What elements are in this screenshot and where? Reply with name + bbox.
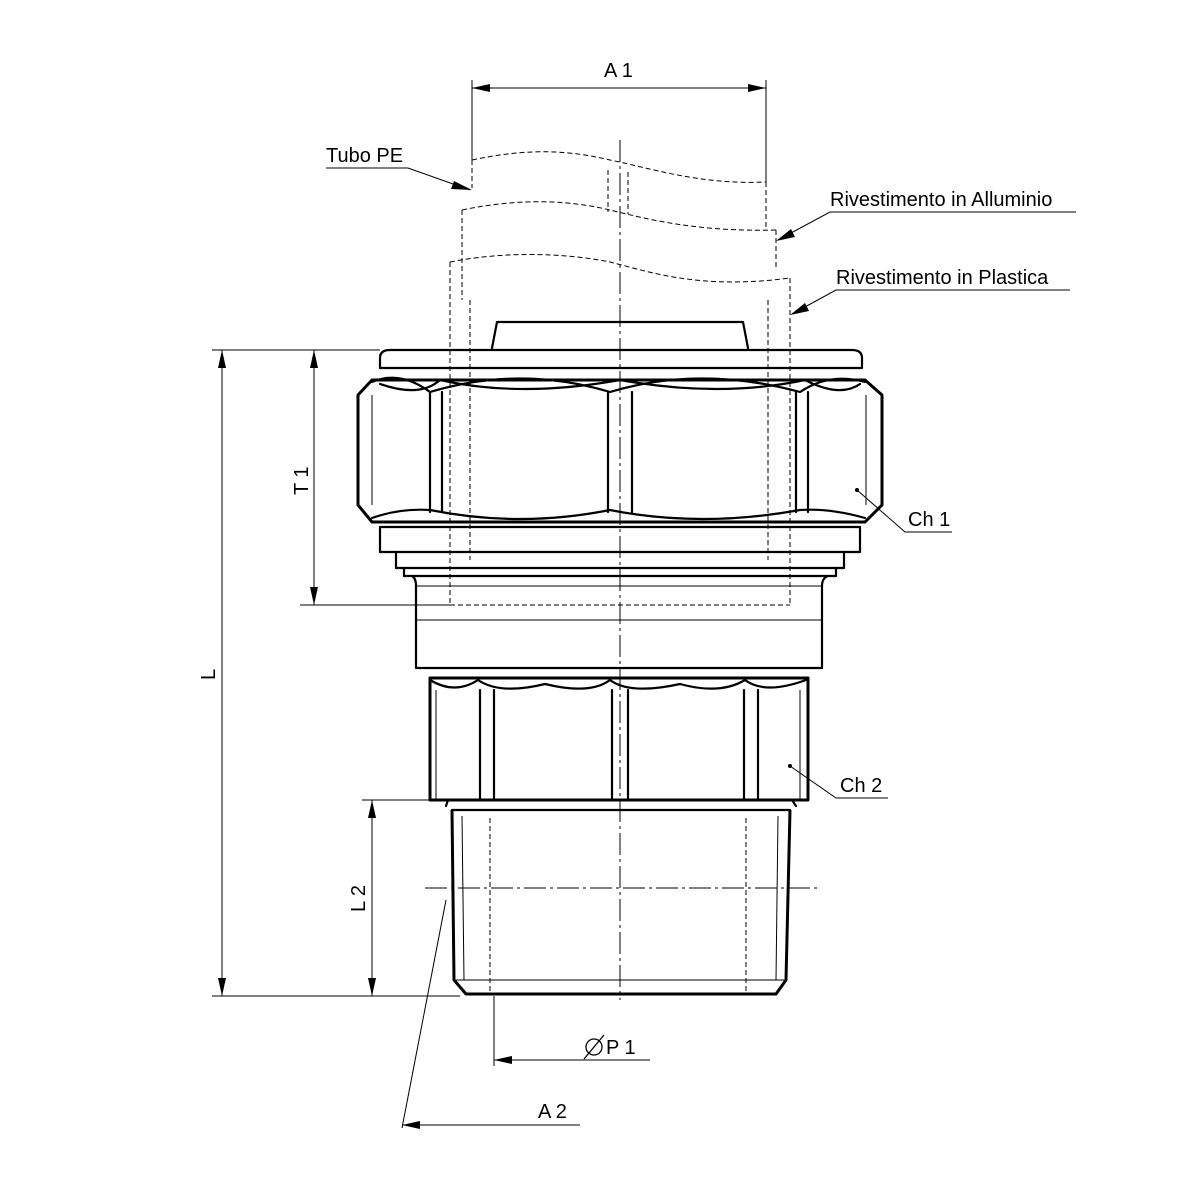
callout-rivestimento-plastica-label: Rivestimento in Plastica [836, 267, 1049, 289]
callout-rivestimento-alluminio: Rivestimento in Alluminio [776, 189, 1076, 241]
dimension-t1-label: T 1 [291, 466, 313, 495]
dimension-a1: A 1 [471, 60, 767, 182]
dimension-l2: L 2 [348, 799, 450, 997]
dimension-a2: A 2 [401, 899, 580, 1129]
fitting-body [410, 574, 830, 670]
dimension-a2-label: A 2 [538, 1101, 567, 1123]
callout-rivestimento-plastica: Rivestimento in Plastica [790, 267, 1070, 315]
callout-rivestimento-alluminio-label: Rivestimento in Alluminio [830, 189, 1052, 211]
callout-ch2-label: Ch 2 [840, 775, 882, 797]
callout-tubo-pe-label: Tubo PE [326, 145, 403, 167]
hex-nut-ch1 [356, 376, 884, 524]
callout-tubo-pe: Tubo PE [326, 145, 472, 191]
nut-base-flange [378, 525, 862, 578]
diameter-symbol [583, 1034, 605, 1060]
dimension-l-label: L [198, 669, 220, 680]
dimension-p1-label: P 1 [606, 1037, 636, 1059]
dimension-l: L [198, 349, 460, 997]
dimension-t1: T 1 [291, 349, 450, 606]
dimension-l2-label: L 2 [348, 885, 370, 912]
callout-ch1: Ch 1 [856, 489, 952, 533]
hex-ch2 [428, 676, 810, 802]
dimension-a1-label: A 1 [604, 60, 633, 82]
dimension-p1: P 1 [493, 996, 650, 1066]
callout-ch1-label: Ch 1 [908, 509, 950, 531]
callout-ch2: Ch 2 [789, 765, 888, 799]
top-collar [378, 320, 864, 370]
male-thread-p1 [444, 798, 798, 996]
